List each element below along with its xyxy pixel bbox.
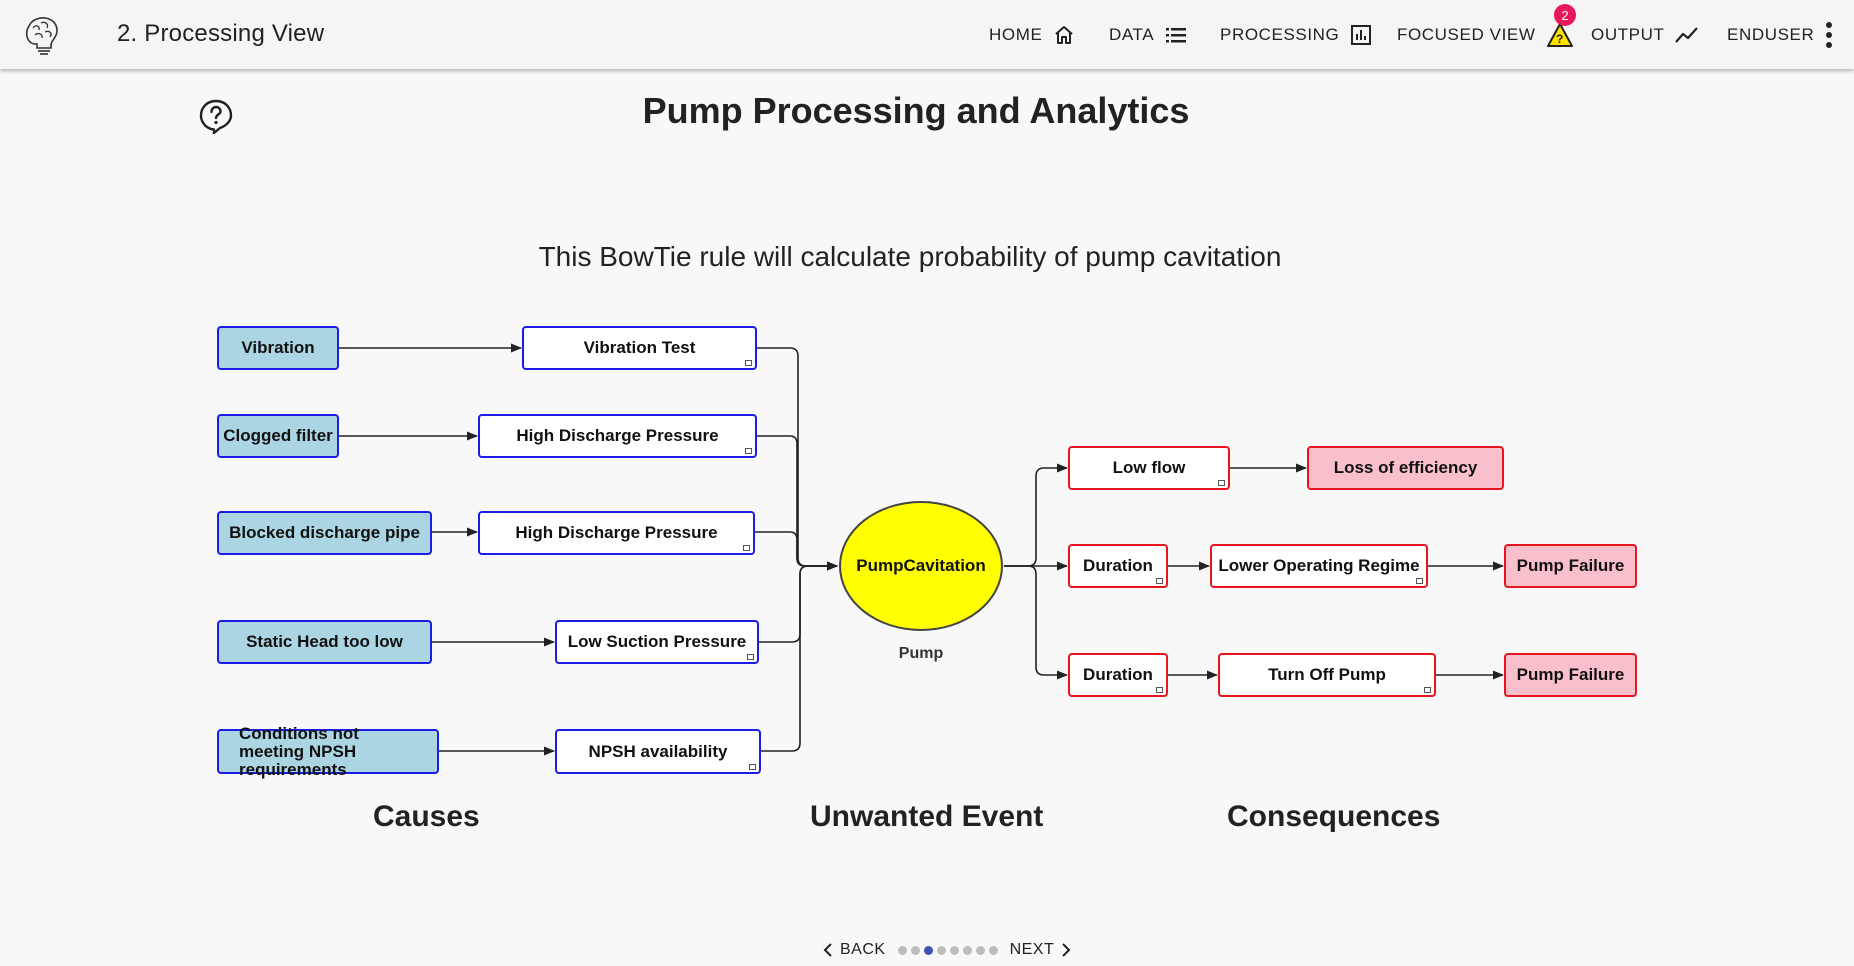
causes-heading: Causes (373, 800, 480, 833)
nav-user-label: ENDUSER (1727, 24, 1815, 44)
app-title: 2. Processing View (117, 20, 325, 47)
expand-icon[interactable] (743, 545, 750, 551)
step-dot (897, 945, 907, 955)
nav-output-label: OUTPUT (1591, 24, 1665, 44)
barrier-label: High Discharge Pressure (515, 523, 718, 542)
app-bar: 2. Processing View HOME DATA PROCESSING … (0, 0, 1854, 69)
home-icon (1055, 25, 1074, 44)
barrier-node[interactable]: NPSH availability (555, 729, 761, 774)
step-dot (988, 945, 998, 955)
step-dot (910, 945, 920, 955)
event-caption: Pump (898, 645, 944, 662)
nav-focused-view-label: FOCUSED VIEW (1397, 24, 1536, 44)
cause-node[interactable]: Blocked discharge pipe (217, 511, 432, 555)
final-consequence-node[interactable]: Pump Failure (1504, 544, 1637, 588)
barrier-label: Vibration Test (583, 338, 696, 357)
barrier-label: Low Suction Pressure (567, 632, 747, 651)
consequence-node[interactable]: Low flow (1068, 446, 1230, 490)
nav-home-label: HOME (989, 24, 1043, 44)
barrier-node[interactable]: Low Suction Pressure (555, 620, 759, 664)
expand-icon[interactable] (1416, 578, 1423, 584)
help-circle-icon[interactable] (198, 98, 234, 134)
unwanted-event-node[interactable]: PumpCavitation (839, 501, 1003, 631)
expand-icon[interactable] (1424, 687, 1431, 693)
cause-label: Conditions not meeting NPSH requirements (239, 723, 359, 779)
expand-icon[interactable] (745, 448, 752, 454)
notification-badge: 2 (1554, 4, 1576, 26)
nav-data[interactable]: DATA (1109, 0, 1188, 69)
event-name: PumpCavitation (856, 556, 986, 575)
step-dot (975, 945, 985, 955)
barrier-label: High Discharge Pressure (516, 426, 719, 445)
consequence-node[interactable]: Turn Off Pump (1218, 653, 1436, 697)
nav-data-label: DATA (1109, 24, 1155, 44)
page-title: Pump Processing and Analytics (642, 90, 1190, 131)
nav-focused-view[interactable]: FOCUSED VIEW ? (1397, 0, 1574, 69)
diagram-description: This BowTie rule will calculate probabil… (538, 241, 1282, 272)
nav-user[interactable]: ENDUSER (1727, 0, 1834, 69)
consequence-label: Pump Failure (1516, 556, 1625, 575)
brain-head-icon[interactable] (22, 14, 62, 56)
cause-label: Clogged filter (223, 426, 333, 445)
consequence-label: Duration (1083, 556, 1153, 575)
consequence-node[interactable]: Lower Operating Regime (1210, 544, 1428, 588)
step-dot (936, 945, 946, 955)
consequence-label: Duration (1083, 665, 1153, 684)
barrier-node[interactable]: High Discharge Pressure (478, 511, 755, 555)
back-button[interactable]: BACK (822, 941, 886, 959)
next-label: NEXT (1009, 941, 1055, 958)
barrier-node[interactable]: High Discharge Pressure (478, 414, 757, 458)
back-label: BACK (840, 941, 886, 958)
step-dots (897, 945, 998, 955)
cause-node[interactable]: Static Head too low (217, 620, 432, 664)
warning-icon: ? (1546, 22, 1573, 47)
consequence-node[interactable]: Duration (1068, 653, 1168, 697)
consequence-label: Pump Failure (1516, 665, 1625, 684)
cause-label: Static Head too low (246, 632, 403, 651)
nav-processing-label: PROCESSING (1220, 24, 1340, 44)
cause-node[interactable]: Vibration (217, 326, 339, 370)
cause-label: Blocked discharge pipe (229, 523, 420, 542)
consequence-node[interactable]: Duration (1068, 544, 1168, 588)
cause-label: Vibration (241, 338, 315, 357)
chevron-left-icon (823, 943, 832, 957)
svg-text:?: ? (1556, 32, 1564, 46)
consequences-heading: Consequences (1227, 800, 1441, 833)
next-button[interactable]: NEXT (1010, 941, 1073, 959)
final-consequence-node[interactable]: Pump Failure (1504, 653, 1637, 697)
barrier-label: NPSH availability (588, 741, 728, 761)
consequence-label: Turn Off Pump (1268, 665, 1386, 684)
expand-icon[interactable] (749, 764, 756, 770)
nav-processing[interactable]: PROCESSING (1220, 0, 1373, 69)
final-consequence-node[interactable]: Loss of efficiency (1307, 446, 1504, 490)
unwanted-event-heading: Unwanted Event (810, 800, 1044, 833)
step-dot (949, 945, 959, 955)
chevron-right-icon (1062, 943, 1071, 957)
stepper: BACK NEXT (822, 938, 1072, 962)
consequence-label: Loss of efficiency (1333, 458, 1478, 477)
expand-icon[interactable] (747, 654, 754, 660)
expand-icon[interactable] (1218, 480, 1225, 486)
trending-up-icon (1675, 26, 1699, 43)
expand-icon[interactable] (1156, 687, 1163, 693)
consequence-label: Low flow (1112, 458, 1186, 477)
nav-home[interactable]: HOME (989, 0, 1076, 69)
cause-node[interactable]: Conditions not meeting NPSH requirements (217, 724, 439, 778)
nav-output[interactable]: OUTPUT (1591, 0, 1700, 69)
expand-icon[interactable] (745, 360, 752, 366)
step-dot (962, 945, 972, 955)
more-vertical-icon[interactable] (1824, 20, 1834, 50)
cause-node[interactable]: Clogged filter (217, 414, 339, 458)
bar-chart-icon (1351, 24, 1372, 45)
expand-icon[interactable] (1156, 578, 1163, 584)
list-icon (1166, 27, 1187, 42)
step-dot-active (923, 945, 933, 955)
barrier-node[interactable]: Vibration Test (522, 326, 757, 370)
consequence-label: Lower Operating Regime (1218, 556, 1420, 575)
